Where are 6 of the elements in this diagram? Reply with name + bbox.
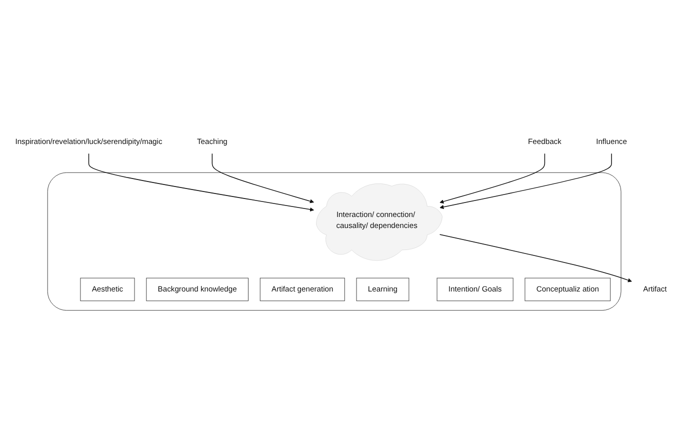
arrow xyxy=(440,153,546,204)
arrow xyxy=(212,153,314,204)
arrow xyxy=(440,153,612,209)
arrow xyxy=(88,153,314,212)
arrow xyxy=(439,234,632,282)
cluster xyxy=(47,172,622,311)
